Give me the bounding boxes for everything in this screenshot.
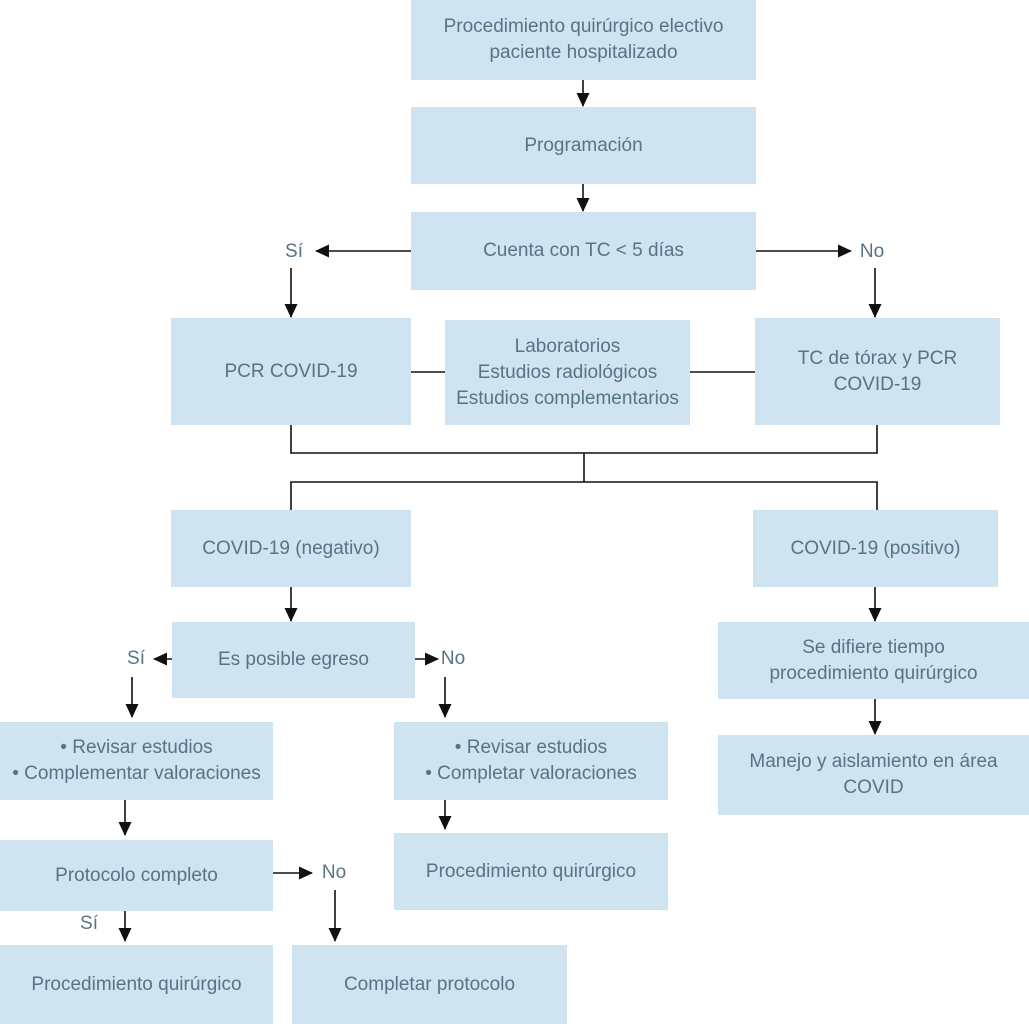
node-procedimiento-quirurgico-mid: Procedimiento quirúrgico [394, 833, 668, 910]
node-laboratorios: Laboratorios Estudios radiológicos Estud… [445, 320, 690, 425]
label-cuentatc-no: No [859, 241, 885, 262]
label-protocolo-no: No [321, 862, 347, 883]
node-protocolo-completo: Protocolo completo [0, 840, 273, 911]
node-programacion: Programación [411, 107, 756, 184]
node-covid-negativo: COVID-19 (negativo) [171, 510, 411, 587]
label-egreso-no: No [440, 648, 466, 669]
node-revisar-complementar: • Revisar estudios • Complementar valora… [0, 722, 273, 800]
node-revisar-completar: • Revisar estudios • Completar valoracio… [394, 722, 668, 800]
node-tc-torax-pcr: TC de tórax y PCR COVID-19 [755, 318, 1000, 425]
label-egreso-si: Sí [127, 648, 145, 669]
label-cuentatc-si: Sí [285, 241, 303, 262]
label-protocolo-si: Sí [80, 913, 98, 934]
node-cuenta-con-tc: Cuenta con TC < 5 días [411, 212, 756, 290]
node-manejo-aislamiento: Manejo y aislamiento en área COVID [718, 735, 1029, 815]
node-es-posible-egreso: Es posible egreso [172, 622, 415, 698]
node-procedimiento-electivo: Procedimiento quirúrgico electivo pacien… [411, 0, 756, 80]
node-pcr-covid19: PCR COVID-19 [171, 318, 411, 425]
node-procedimiento-quirurgico-bottom: Procedimiento quirúrgico [0, 945, 273, 1024]
node-completar-protocolo: Completar protocolo [292, 945, 567, 1024]
node-se-difiere-tiempo: Se difiere tiempo procedimiento quirúrgi… [718, 622, 1029, 699]
node-covid-positivo: COVID-19 (positivo) [753, 510, 998, 587]
